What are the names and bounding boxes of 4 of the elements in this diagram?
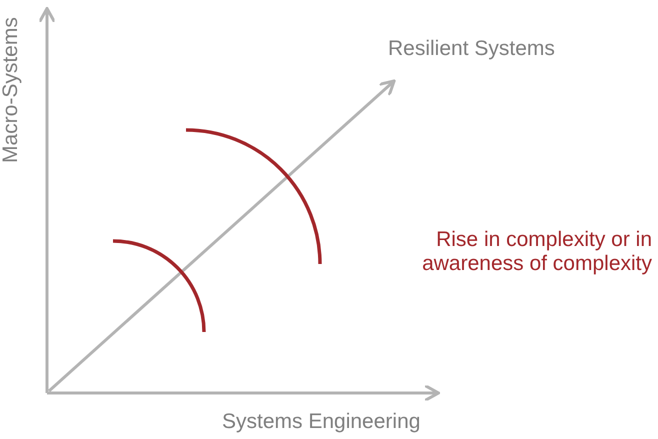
annotation-text: Rise in complexity or in awareness of complexity: [421, 228, 652, 276]
axis-label: Resilient Systems: [388, 37, 555, 62]
axis-label: Macro-Systems: [0, 17, 23, 163]
axis-label: Systems Engineering: [222, 410, 420, 434]
